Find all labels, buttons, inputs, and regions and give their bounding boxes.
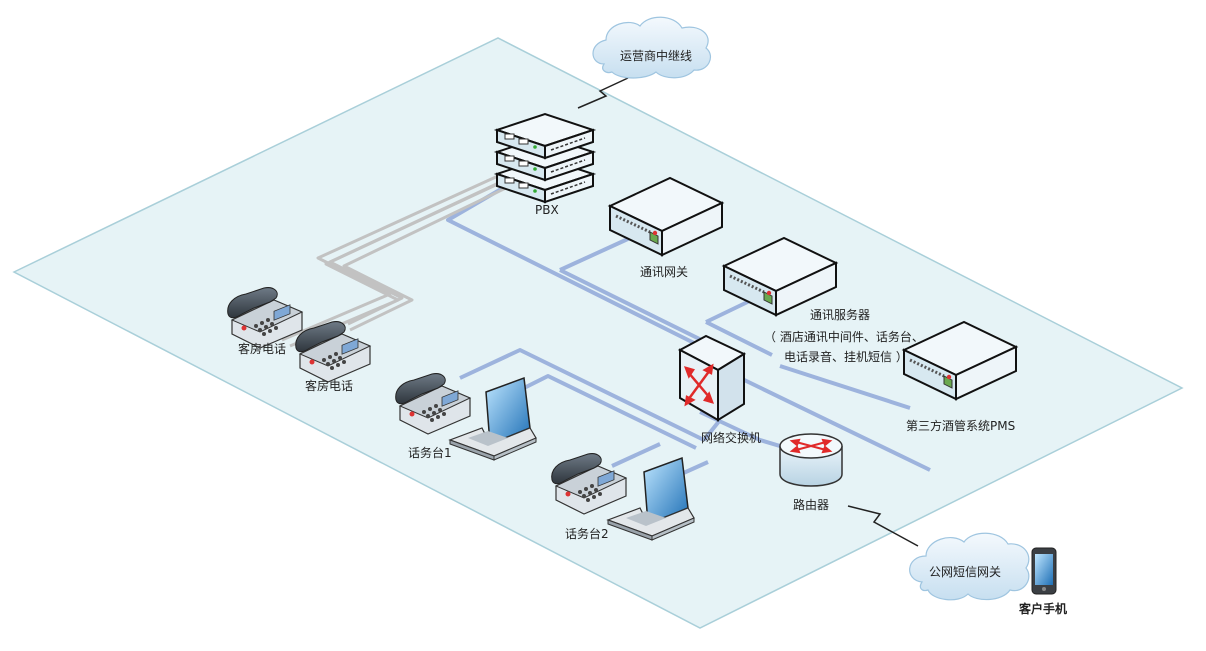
trunk-lightning-link <box>577 77 629 109</box>
comm-server-label: 通讯服务器 <box>810 308 871 322</box>
guest-phone-2-label: 客房电话 <box>305 379 354 393</box>
pms-label: 第三方酒管系统PMS <box>906 419 1016 433</box>
comm-server-detail-line1: （ 酒店通讯中间件、话务台、 <box>764 330 924 344</box>
carrier-trunk-label: 运营商中继线 <box>620 49 693 63</box>
sms-gateway-label: 公网短信网关 <box>929 565 1002 579</box>
comm-server-detail-line2: 电话录音、挂机短信 ） <box>784 350 908 364</box>
mobile-label: 客户手机 <box>1019 602 1068 616</box>
phone-lines <box>281 174 511 348</box>
network-switch-icon <box>677 334 747 422</box>
switch-label: 网络交换机 <box>701 431 762 445</box>
pbx-server-stack-icon <box>496 113 594 203</box>
console-2-label: 话务台2 <box>565 527 609 541</box>
console-1-label: 话务台1 <box>408 446 452 460</box>
router-label: 路由器 <box>793 498 830 512</box>
guest-phone-1-label: 客房电话 <box>238 342 287 356</box>
carrier-trunk-cloud-icon <box>592 16 711 79</box>
sms-gateway-cloud-icon <box>909 532 1030 601</box>
network-platform <box>12 37 1184 629</box>
router-icon <box>779 433 843 487</box>
sms-lightning-link <box>847 505 919 547</box>
mobile-phone-icon <box>1031 547 1057 595</box>
pbx-label: PBX <box>535 203 559 217</box>
comm-gateway-label: 通讯网关 <box>640 265 689 279</box>
